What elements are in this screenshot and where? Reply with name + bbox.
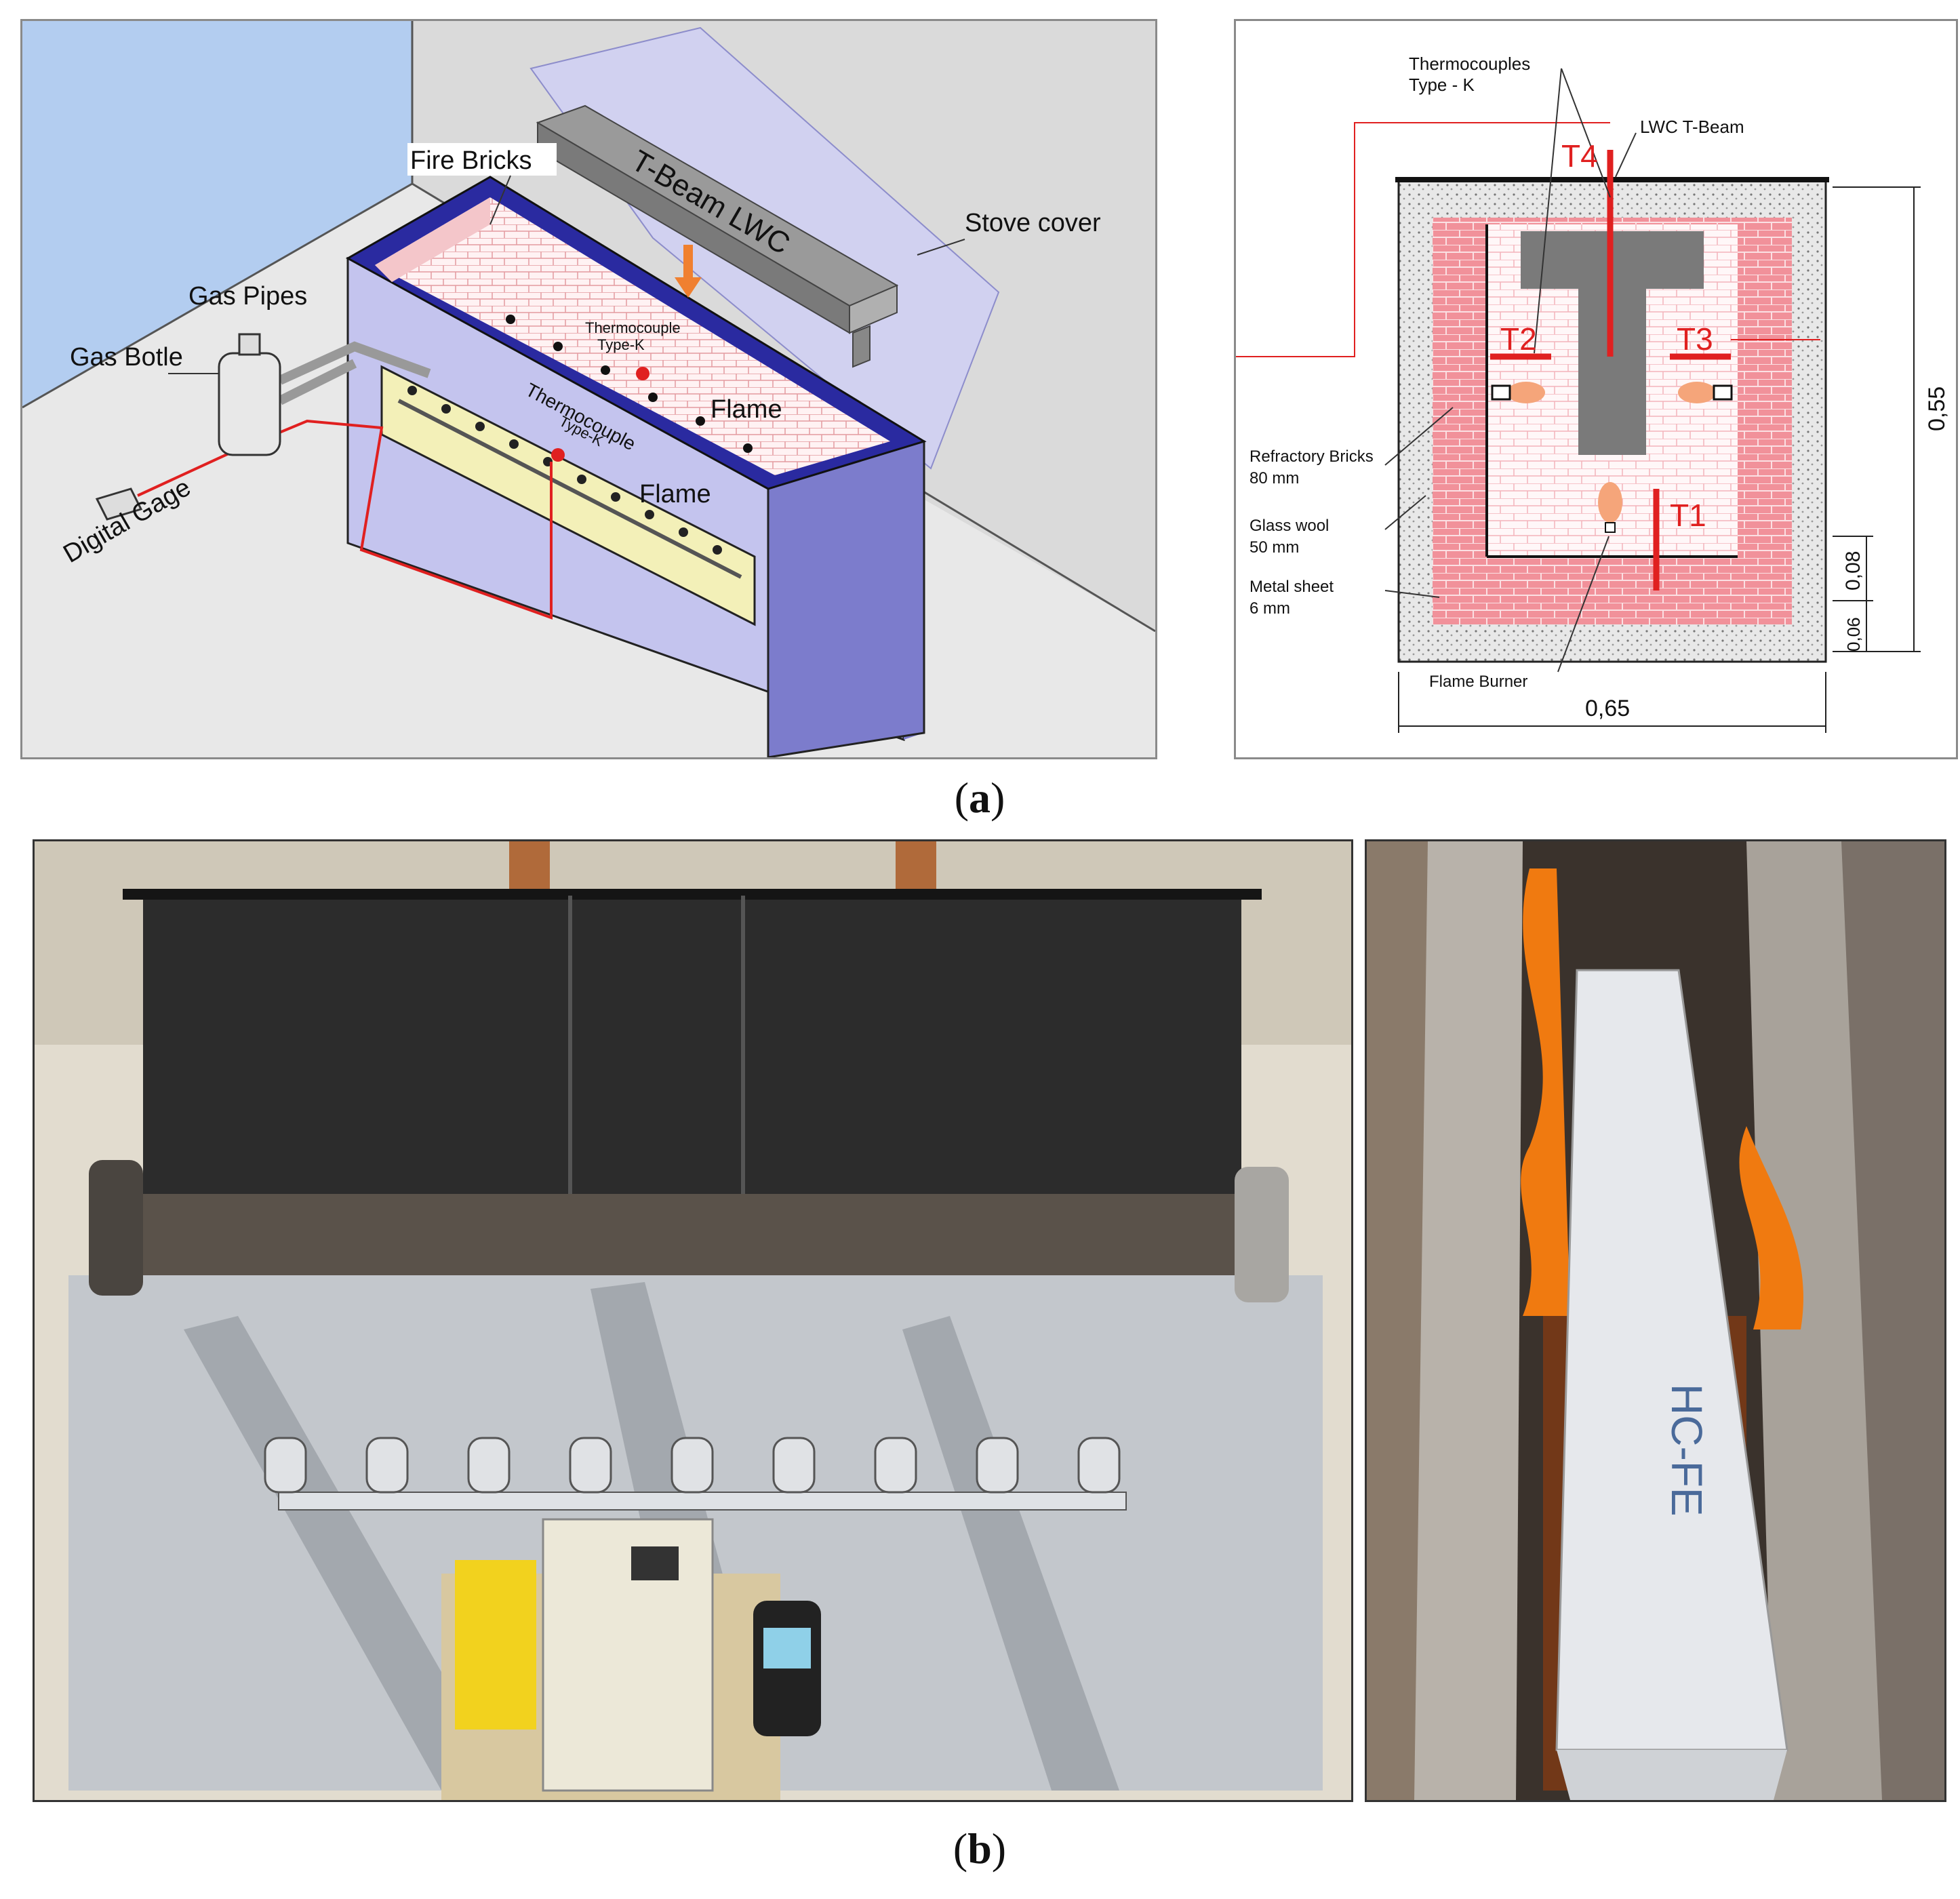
section-diagram: Thermocouples Type - K LWC T-Beam T4 T2 … (1234, 19, 1958, 759)
label-thermocouples: Thermocouples (1409, 54, 1530, 74)
caption-a: (a) (954, 774, 1005, 822)
label-refractory-mm: 80 mm (1249, 469, 1299, 487)
control-box (542, 1518, 714, 1792)
flame-left (1521, 868, 1570, 1316)
dim-0-06: 0,06 (1843, 617, 1864, 652)
inner-thermocouple-dot (636, 367, 649, 380)
burner-window (380, 365, 756, 626)
label-type-k-inner: Type-K (597, 336, 645, 353)
label-flame-inner: Flame (711, 395, 782, 424)
label-refractory: Refractory Bricks (1249, 447, 1374, 466)
gas-bottle (218, 352, 281, 456)
label-lwc-t-beam: LWC T-Beam (1640, 117, 1744, 137)
dim-height: 0,55 (1924, 386, 1950, 431)
dim-width: 0,65 (1585, 696, 1630, 721)
digital-gage (95, 487, 143, 521)
photo-beam-burning: HC-FE (1365, 839, 1946, 1802)
flame-burner (1598, 482, 1622, 523)
gas-pipes (278, 341, 431, 385)
label-glass-wool: Glass wool (1249, 517, 1329, 535)
burner-manifold (278, 1492, 1127, 1511)
caption-b: (b) (953, 1824, 1007, 1873)
label-t2: T2 (1500, 321, 1537, 357)
yellow-device (455, 1560, 536, 1730)
label-metal-sheet: Metal sheet (1249, 578, 1334, 596)
label-flame-outer: Flame (639, 480, 711, 508)
left-wall (1414, 841, 1523, 1800)
label-stove-cover: Stove cover (965, 209, 1101, 237)
right-wall (1746, 841, 1882, 1800)
wall-left (22, 21, 412, 407)
label-t1: T1 (1670, 498, 1706, 533)
label-flame-burner: Flame Burner (1429, 673, 1527, 691)
photo-furnace-front (33, 839, 1353, 1802)
flame-right (1739, 1126, 1803, 1330)
label-metal-sheet-mm: 6 mm (1249, 599, 1290, 618)
iso-furnace-svg: Fire Bricks T-Beam LWC Stove cover Gas P… (22, 21, 1155, 757)
label-t3: T3 (1677, 321, 1713, 357)
iso-furnace-diagram: Fire Bricks T-Beam LWC Stove cover Gas P… (20, 19, 1157, 759)
label-gas-pipes: Gas Pipes (188, 282, 307, 311)
label-t4: T4 (1561, 138, 1598, 174)
beam-marking: HC-FE (1662, 1384, 1711, 1517)
inner-burner-holes (506, 315, 753, 453)
down-arrow-icon (675, 277, 702, 298)
dim-0-08: 0,08 (1842, 551, 1864, 591)
label-thermocouple-inner: Thermocouple (585, 319, 681, 336)
fire-bricks-interior (375, 197, 890, 475)
label-glass-wool-mm: 50 mm (1249, 538, 1299, 557)
label-gas-bottle: Gas Botle (70, 343, 183, 372)
label-fire-bricks: Fire Bricks (410, 146, 532, 175)
caption-a-letter: a (969, 774, 991, 822)
section-svg: Thermocouples Type - K LWC T-Beam T4 T2 … (1236, 54, 1950, 733)
caption-b-letter: b (967, 1824, 992, 1873)
stove-cover-lid (143, 896, 1241, 1207)
thermocouples (1490, 150, 1731, 591)
outer-thermocouple-dot (551, 448, 565, 462)
label-type-k: Type - K (1409, 75, 1475, 95)
